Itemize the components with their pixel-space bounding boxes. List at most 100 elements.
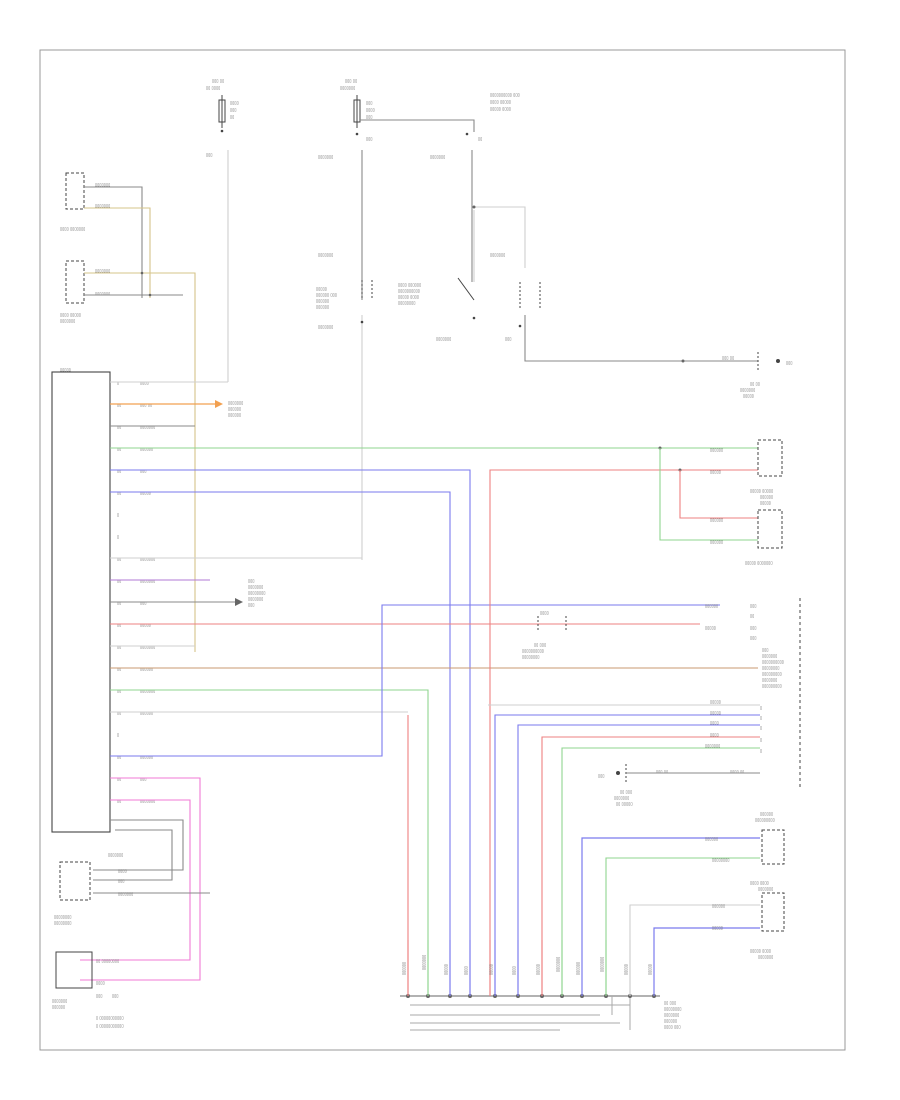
subwoofer-connector: ▯▯▯▯▯▯▯▯▯ ▯▯ ▯▯▯▯▯▯▯▯ ▯▯▯ ▯▯▯ ▯▯▯▯▯▯▯ ▯▯… <box>705 598 801 790</box>
svg-text:▯▯▯: ▯▯▯ <box>786 360 793 365</box>
connector-stub-labels: ▯▯▯▯▯▯ ▯▯▯▯▯▯▯ ▯▯▯▯▯ ▯▯▯▯ ▯▯▯▯▯ ▯▯▯▯ ▯▯▯… <box>401 955 652 975</box>
svg-text:▯▯▯▯▯: ▯▯▯▯▯ <box>705 625 716 630</box>
svg-text:▯▯▯▯▯▯: ▯▯▯▯▯▯ <box>710 447 723 452</box>
wire-radio-pink-1 <box>80 777 201 981</box>
wire-amp-green <box>561 747 760 940</box>
switch-door-relay: ▯▯▯▯▯▯▯ ▯▯▯▯ ▯▯▯▯▯▯ ▯▯▯▯▯▯▯▯▯▯ ▯▯▯▯▯ ▯▯▯… <box>398 252 541 341</box>
svg-text:▯▯▯▯▯▯▯▯▯▯: ▯▯▯▯▯▯▯▯▯▯ <box>398 288 420 293</box>
svg-text:▯▯▯: ▯▯▯ <box>598 773 605 778</box>
svg-text:▯▯▯▯▯: ▯▯▯▯▯ <box>710 699 721 704</box>
svg-text:▯▯▯▯▯ ▯▯▯▯▯▯▯: ▯▯▯▯▯ ▯▯▯▯▯▯▯ <box>745 560 773 565</box>
left-rear-speaker: ▯▯▯▯▯▯ ▯▯▯▯▯▯▯▯ ▯▯▯▯ ▯▯▯▯ ▯▯▯▯▯▯▯ <box>705 829 785 891</box>
right-rear-speaker: ▯▯▯▯▯▯ ▯▯▯▯▯ ▯▯▯▯▯ ▯▯▯▯ ▯▯▯▯▯▯▯ <box>712 892 785 959</box>
wire-radio-black-1 <box>93 819 184 871</box>
svg-text:▯▯▯▯▯▯: ▯▯▯▯▯▯ <box>52 1004 65 1009</box>
svg-text:▯▯: ▯▯ <box>750 613 754 618</box>
svg-text:▯▯▯▯▯: ▯▯▯▯▯ <box>60 367 71 372</box>
svg-text:▯▯▯: ▯▯▯ <box>762 647 769 652</box>
amp-wire-labels: ▯▯▯▯▯ ▯▯▯▯▯ ▯▯▯▯ ▯▯▯▯ ▯▯▯▯▯▯▯ ▯ ▯ ▯ ▯ ▯ <box>705 699 762 753</box>
svg-text:▯▯▯▯▯▯▯: ▯▯▯▯▯▯▯ <box>108 852 123 857</box>
svg-text:▯▯▯▯▯▯▯: ▯▯▯▯▯▯▯ <box>430 154 445 159</box>
svg-text:▯▯▯: ▯▯▯ <box>248 602 255 607</box>
svg-text:▯: ▯ <box>760 715 762 720</box>
svg-text:▯▯▯▯▯▯▯: ▯▯▯▯▯▯▯ <box>599 957 604 972</box>
svg-text:▯▯▯▯: ▯▯▯▯ <box>710 720 719 725</box>
wire-radio-pink-2 <box>80 799 191 961</box>
svg-text:▯▯▯▯▯ ▯▯▯▯: ▯▯▯▯▯ ▯▯▯▯ <box>750 948 771 953</box>
radio-pin-labels: ▯▯▯▯▯ ▯▯▯▯▯ ▯▯ ▯▯▯▯▯▯▯▯▯ ▯▯▯▯▯▯▯▯ ▯▯▯▯▯ … <box>117 380 155 803</box>
wire-rear-gray <box>629 904 760 940</box>
svg-text:▯▯▯▯▯▯▯: ▯▯▯▯▯▯▯ <box>758 954 773 959</box>
fuse-relay-block: ▯▯▯▯▯▯▯▯▯▯ ▯▯▯ ▯▯▯▯ ▯▯▯▯▯ ▯▯▯▯▯ ▯▯▯▯ ▯▯ … <box>430 92 520 159</box>
svg-text:▯▯▯▯▯▯▯: ▯▯▯▯▯▯▯ <box>228 400 243 405</box>
svg-text:▯▯▯: ▯▯▯ <box>366 114 373 119</box>
svg-text:▯▯▯▯▯▯▯: ▯▯▯▯▯▯▯ <box>740 387 755 392</box>
wire-left-front-1 <box>84 272 196 652</box>
svg-text:▯▯▯▯▯: ▯▯▯▯▯ <box>623 964 628 975</box>
svg-text:▯▯▯▯▯ ▯▯▯▯: ▯▯▯▯▯ ▯▯▯▯ <box>490 106 511 111</box>
svg-text:▯▯▯▯▯▯▯▯: ▯▯▯▯▯▯▯▯ <box>54 920 72 925</box>
svg-text:▯▯: ▯▯ <box>478 136 482 141</box>
svg-text:▯▯▯▯ ▯▯▯▯▯▯▯: ▯▯▯▯ ▯▯▯▯▯▯▯ <box>60 226 85 231</box>
svg-text:▯: ▯ <box>760 705 762 710</box>
svg-text:▯▯▯▯ ▯▯▯▯▯: ▯▯▯▯ ▯▯▯▯▯ <box>60 312 81 317</box>
svg-text:▯▯▯▯▯▯▯▯: ▯▯▯▯▯▯▯▯ <box>762 665 780 670</box>
svg-text:▯ ▯▯▯▯▯▯▯▯▯▯▯: ▯ ▯▯▯▯▯▯▯▯▯▯▯ <box>96 1023 124 1028</box>
wire-rear-blue-2 <box>653 927 760 940</box>
svg-text:▯▯ ▯▯▯▯▯▯▯▯: ▯▯ ▯▯▯▯▯▯▯▯ <box>96 958 119 963</box>
svg-text:▯▯▯▯▯: ▯▯▯▯▯ <box>710 469 721 474</box>
svg-text:▯▯▯▯▯▯▯: ▯▯▯▯▯▯▯ <box>248 584 263 589</box>
svg-text:▯▯▯▯▯▯▯▯: ▯▯▯▯▯▯▯▯ <box>664 1006 682 1011</box>
svg-text:▯▯▯▯▯ ▯▯▯▯: ▯▯▯▯▯ ▯▯▯▯ <box>398 294 419 299</box>
svg-text:▯▯▯▯ ▯▯: ▯▯▯▯ ▯▯ <box>730 769 744 774</box>
wire-ground-top <box>524 315 758 362</box>
svg-text:▯▯▯ ▯▯: ▯▯▯ ▯▯ <box>656 769 668 774</box>
svg-text:▯▯▯▯▯▯: ▯▯▯▯▯▯ <box>228 406 241 411</box>
svg-text:▯▯▯▯▯▯▯: ▯▯▯▯▯▯▯ <box>60 318 75 323</box>
wire-red-loop <box>679 470 758 519</box>
left-front-speaker: ▯▯▯▯▯▯▯ ▯▯▯▯▯▯▯ ▯▯▯▯ ▯▯▯▯▯ ▯▯▯▯▯▯▯ <box>60 260 110 323</box>
ground-point-top: ▯▯▯ ▯▯ ▯▯▯ ▯▯ ▯▯ ▯▯▯▯▯▯▯ ▯▯▯▯▯ <box>722 352 793 398</box>
door-switch-middle: ▯▯▯▯ ▯▯ ▯▯▯ ▯▯▯▯▯▯▯▯▯▯ ▯▯▯▯▯▯▯▯ <box>522 610 567 659</box>
antenna-amplifier: ▯▯▯▯▯▯▯ ▯▯▯▯ ▯▯▯ ▯▯▯▯▯▯▯ ▯▯▯▯▯▯▯▯ ▯▯▯▯▯▯… <box>54 852 133 925</box>
svg-text:▯▯▯: ▯▯▯ <box>750 603 757 608</box>
wire-left-tweeter-2 <box>84 207 151 298</box>
svg-text:▯▯▯▯▯▯▯: ▯▯▯▯▯▯▯ <box>318 154 333 159</box>
svg-text:▯▯▯: ▯▯▯ <box>230 107 237 112</box>
svg-text:▯▯▯: ▯▯▯ <box>750 635 757 640</box>
wire-green-loop <box>659 448 758 541</box>
svg-text:▯▯▯▯▯▯: ▯▯▯▯▯▯ <box>228 412 241 417</box>
right-front-speaker: ▯▯▯▯▯▯ ▯▯▯▯▯ ▯▯▯▯▯ ▯▯▯▯▯ ▯▯▯▯▯▯ ▯▯▯▯▯ <box>710 439 783 505</box>
svg-text:▯▯▯▯: ▯▯▯▯ <box>540 610 549 615</box>
svg-text:▯▯▯▯ ▯▯▯▯▯▯: ▯▯▯▯ ▯▯▯▯▯▯ <box>398 282 421 287</box>
svg-text:▯: ▯ <box>760 748 762 753</box>
svg-text:▯▯▯▯▯▯▯▯▯: ▯▯▯▯▯▯▯▯▯ <box>762 671 782 676</box>
fuse-hot-at-all-times: ▯▯▯ ▯▯ ▯▯▯▯▯▯▯ ▯▯▯ ▯▯▯▯ ▯▯▯ ▯▯▯ ▯▯▯▯▯▯▯ <box>318 78 375 159</box>
svg-text:▯▯▯▯▯▯▯▯▯: ▯▯▯▯▯▯▯▯▯ <box>755 817 775 822</box>
svg-text:▯▯▯ ▯▯: ▯▯▯ ▯▯ <box>722 355 734 360</box>
svg-text:▯▯▯▯▯▯: ▯▯▯▯▯▯ <box>705 603 718 608</box>
svg-text:▯▯▯▯▯▯▯: ▯▯▯▯▯▯▯ <box>614 795 629 800</box>
svg-text:▯▯ ▯▯▯: ▯▯ ▯▯▯ <box>620 789 632 794</box>
svg-text:▯▯▯▯ ▯▯▯▯▯: ▯▯▯▯ ▯▯▯▯▯ <box>490 99 511 104</box>
wire-amp-blue-1 <box>494 714 760 940</box>
svg-text:▯▯▯: ▯▯▯ <box>112 993 119 998</box>
diagram-border <box>39 49 846 1051</box>
svg-text:▯▯▯▯▯▯▯▯▯: ▯▯▯▯▯▯▯▯▯ <box>762 683 782 688</box>
wire-rear-green <box>605 857 760 940</box>
wire-amp-blue-2 <box>517 724 760 940</box>
svg-text:▯▯▯▯: ▯▯▯▯ <box>463 966 468 975</box>
svg-text:▯▯▯▯▯▯: ▯▯▯▯▯▯ <box>705 836 718 841</box>
svg-text:▯▯▯▯▯▯▯: ▯▯▯▯▯▯▯ <box>248 596 263 601</box>
svg-text:▯▯▯▯: ▯▯▯▯ <box>366 107 375 112</box>
svg-text:▯▯▯▯▯▯: ▯▯▯▯▯▯ <box>664 1018 677 1023</box>
svg-text:▯▯▯▯ ▯▯▯▯: ▯▯▯▯ ▯▯▯▯ <box>750 880 769 885</box>
svg-text:▯▯▯: ▯▯▯ <box>96 993 103 998</box>
svg-text:▯▯▯: ▯▯▯ <box>248 578 255 583</box>
svg-text:▯▯ ▯▯▯: ▯▯ ▯▯▯ <box>664 1000 676 1005</box>
svg-text:▯▯: ▯▯ <box>230 114 234 119</box>
svg-text:▯▯▯▯▯▯▯: ▯▯▯▯▯▯▯ <box>318 252 333 257</box>
svg-text:▯▯▯▯: ▯▯▯▯ <box>96 980 105 985</box>
svg-text:▯: ▯ <box>760 737 762 742</box>
